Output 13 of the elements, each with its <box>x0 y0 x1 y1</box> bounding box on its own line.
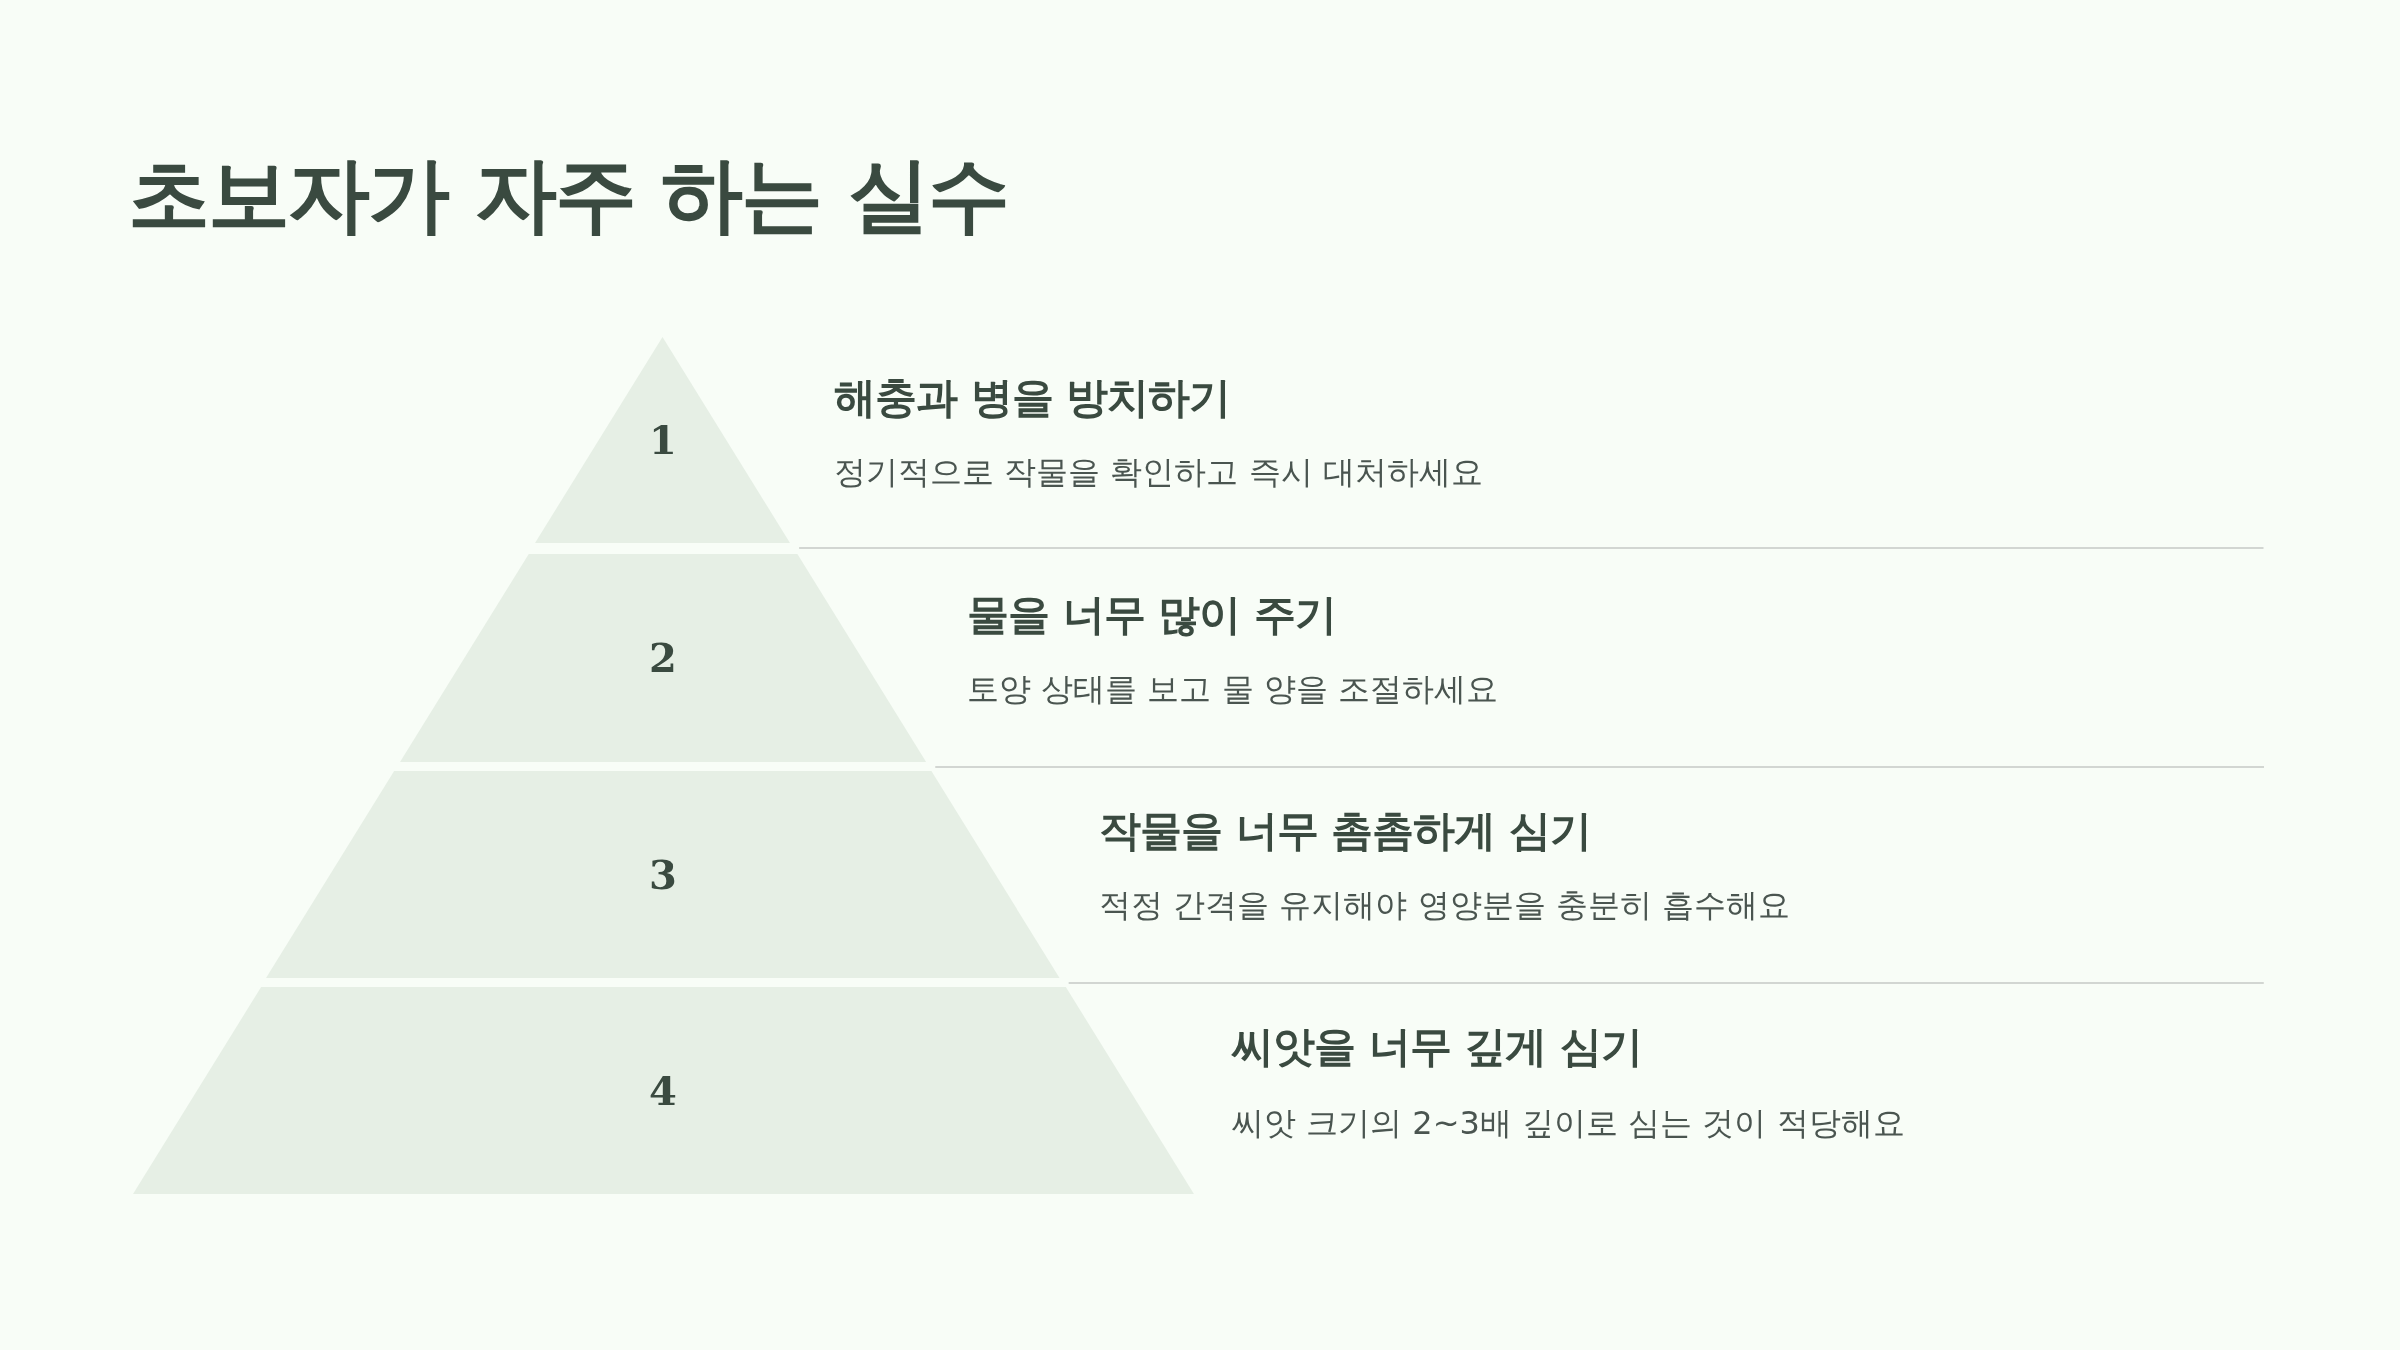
tier-number: 3 <box>648 854 678 895</box>
tier-number: 4 <box>648 1070 678 1111</box>
tier-heading: 씨앗을 너무 깊게 심기 <box>1232 1024 1642 1071</box>
tier-number: 1 <box>648 420 678 460</box>
title: 초보자가 자주 하는 실수 <box>128 150 1008 241</box>
tier-description: 토양 상태를 보고 물 양을 조절하세요 <box>967 672 1498 708</box>
tier-description: 적정 간격을 유지해야 영양분을 충분히 흡수해요 <box>1099 888 1790 924</box>
tier-description: 씨앗 크기의 2~3배 깊이로 심는 것이 적당해요 <box>1232 1106 1905 1142</box>
tier-number: 2 <box>648 638 678 678</box>
tier-description: 정기적으로 작물을 확인하고 즉시 대처하세요 <box>834 455 1483 491</box>
tier-heading: 작물을 너무 촘촘하게 심기 <box>1099 808 1591 855</box>
tier-heading: 해충과 병을 방치하기 <box>834 375 1231 422</box>
tier-heading: 물을 너무 많이 주기 <box>967 592 1336 639</box>
